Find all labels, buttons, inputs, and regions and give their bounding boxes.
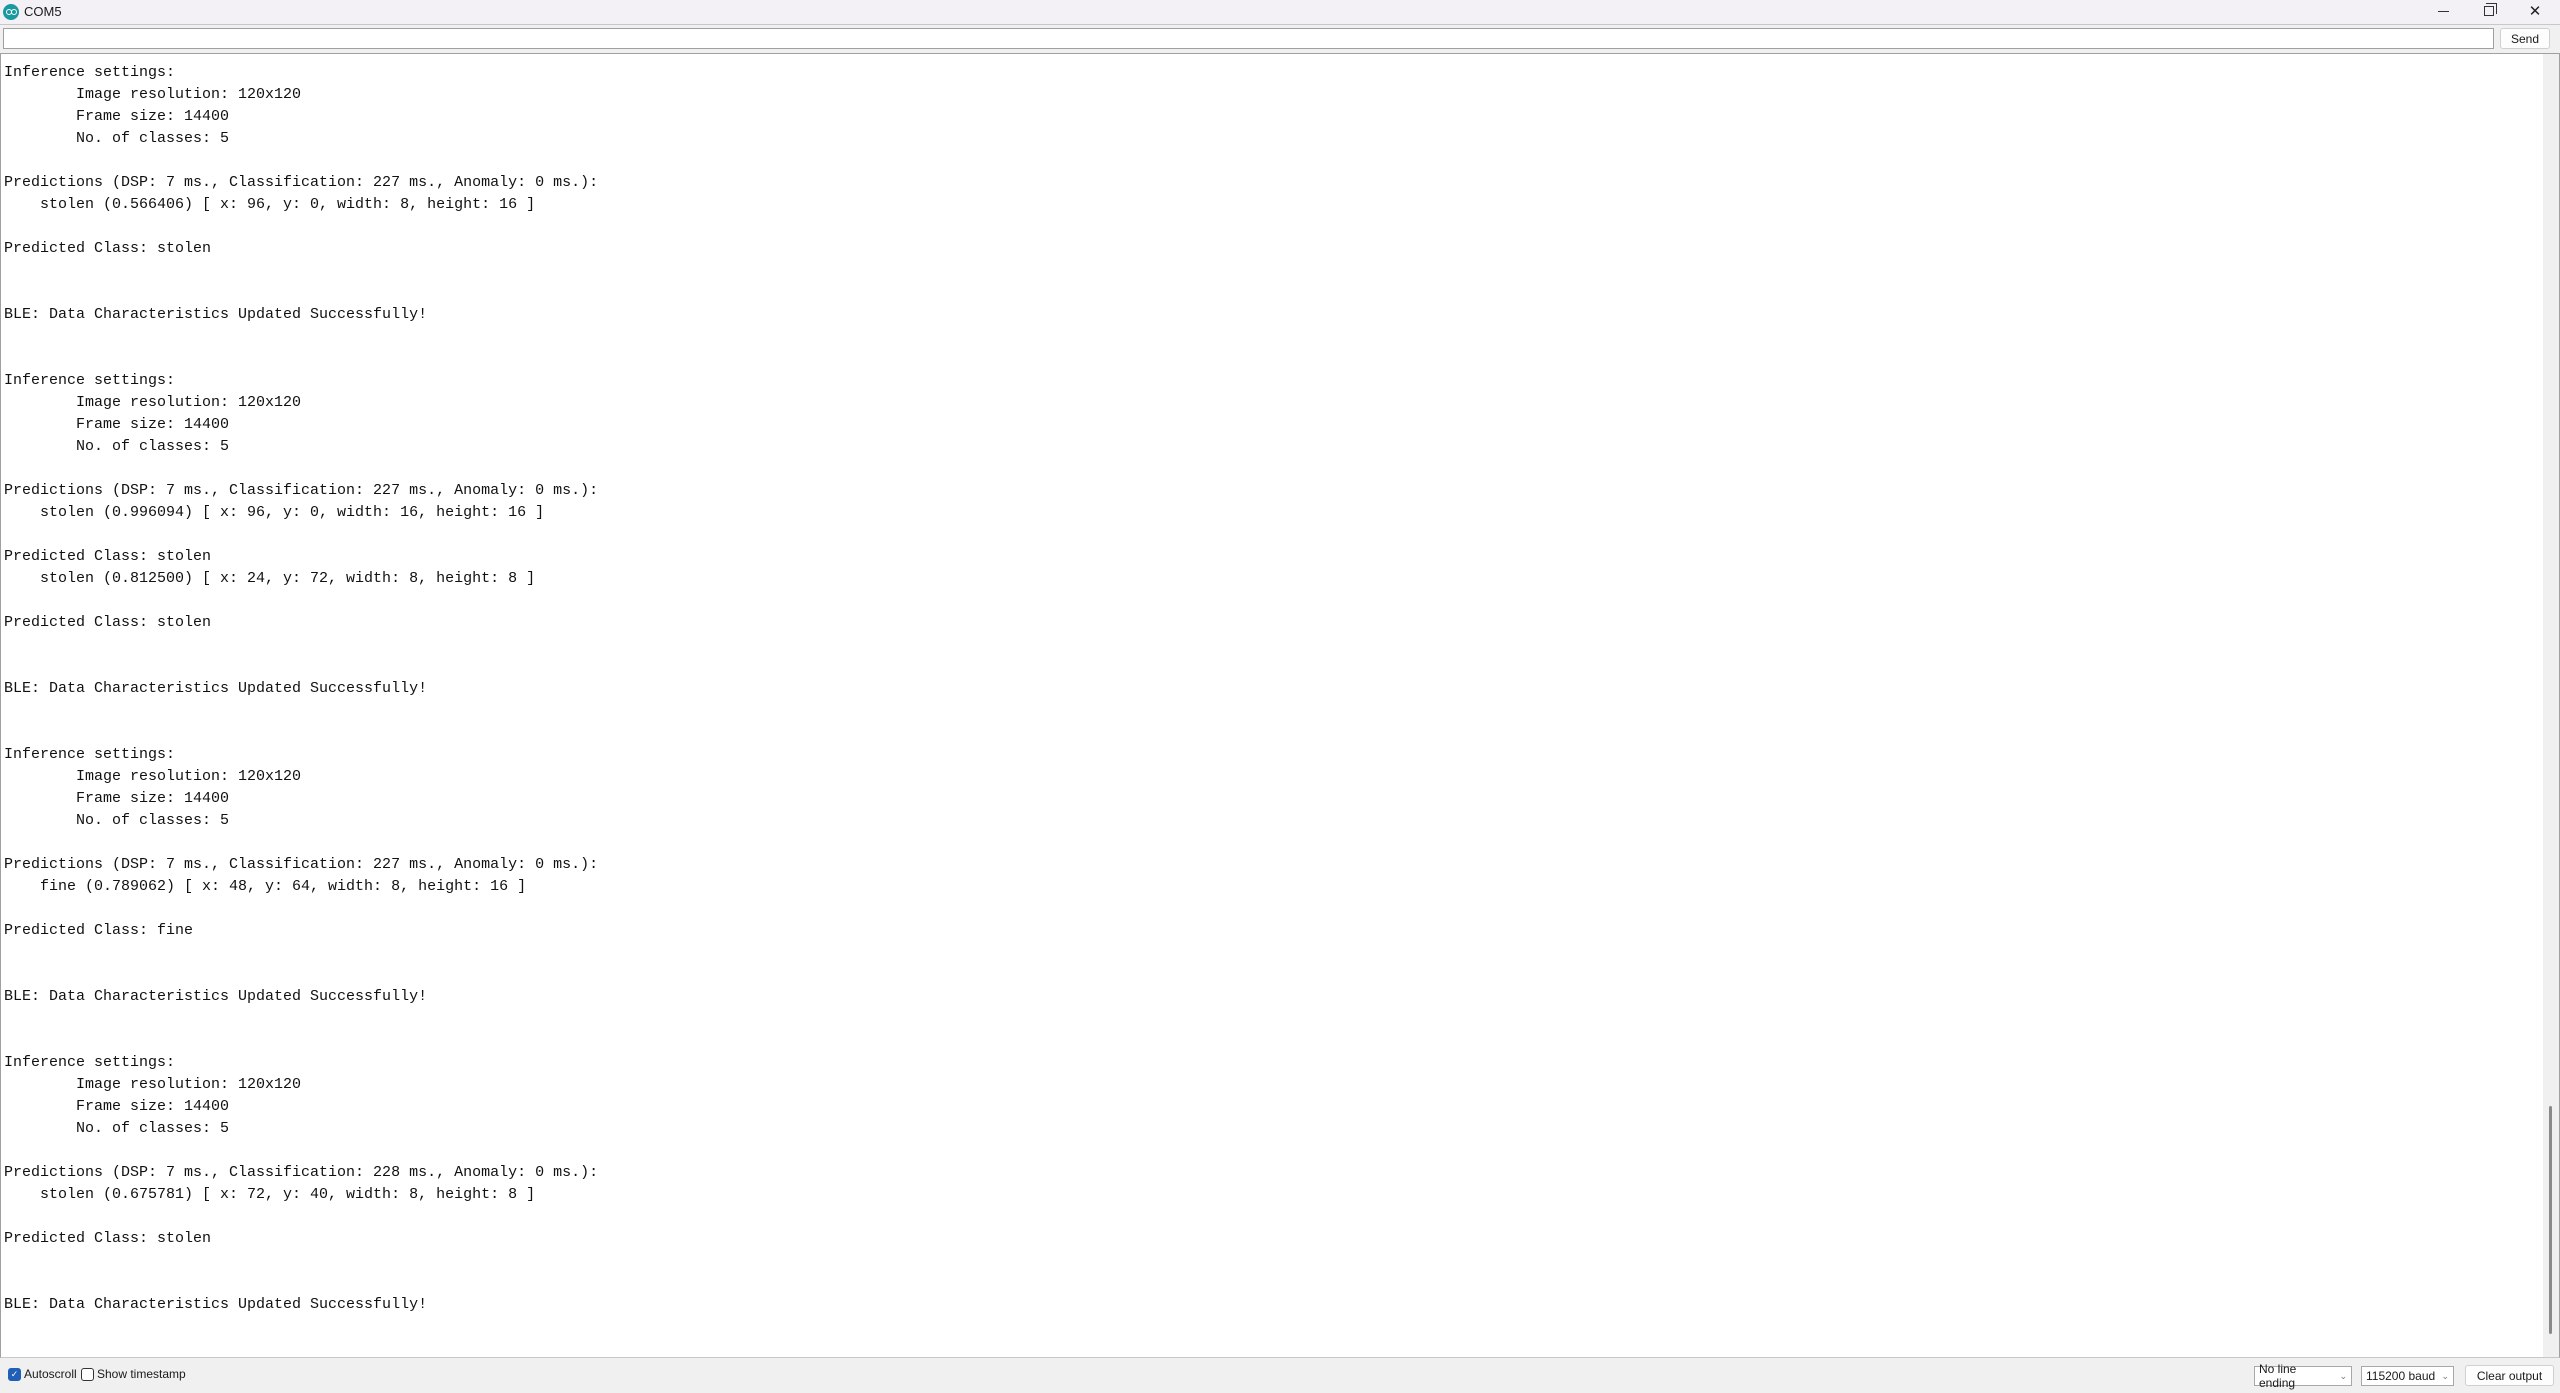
baud-rate-select[interactable]: 115200 baud ⌄ (2361, 1366, 2454, 1386)
output-line: No. of classes: 5 (4, 1120, 230, 1137)
output-line: Predicted Class: stolen (4, 548, 212, 565)
line-ending-value: No line ending (2259, 1362, 2297, 1390)
scrollbar-thumb[interactable] (2549, 1106, 2552, 1334)
output-line: Predicted Class: fine (4, 922, 194, 939)
output-line (4, 150, 598, 172)
output-line: Image resolution: 120x120 (4, 1076, 302, 1093)
output-line: Inference settings: (4, 64, 176, 81)
output-line (4, 700, 598, 722)
output-line: Inference settings: (4, 1054, 176, 1071)
title-bar: COM5 ✕ (0, 0, 2560, 24)
output-line: Image resolution: 120x120 (4, 768, 302, 785)
output-line: BLE: Data Characteristics Updated Succes… (4, 680, 428, 697)
output-line: Image resolution: 120x120 (4, 394, 302, 411)
output-line: BLE: Data Characteristics Updated Succes… (4, 306, 428, 323)
output-line (4, 1140, 598, 1162)
output-line (4, 1206, 598, 1228)
output-line (4, 1250, 598, 1272)
output-line (4, 326, 598, 348)
arduino-icon (3, 4, 19, 20)
output-line: stolen (0.566406) [ x: 96, y: 0, width: … (4, 196, 536, 213)
autoscroll-checkbox[interactable]: ✓ Autoscroll (8, 1367, 77, 1381)
output-line (4, 590, 598, 612)
output-line (4, 348, 598, 370)
close-button[interactable]: ✕ (2512, 0, 2558, 22)
output-line: Inference settings: (4, 746, 176, 763)
output-line: Predictions (DSP: 7 ms., Classification:… (4, 174, 599, 191)
output-line: Frame size: 14400 (4, 108, 230, 125)
chevron-down-icon: ⌄ (2441, 1370, 2449, 1381)
clear-output-button[interactable]: Clear output (2465, 1365, 2554, 1386)
output-line: Frame size: 14400 (4, 416, 230, 433)
output-line: BLE: Data Characteristics Updated Succes… (4, 1296, 428, 1313)
output-line (4, 656, 598, 678)
output-line: No. of classes: 5 (4, 812, 230, 829)
output-line (4, 1008, 598, 1030)
output-line (4, 282, 598, 304)
output-line: No. of classes: 5 (4, 438, 230, 455)
output-line: Predictions (DSP: 7 ms., Classification:… (4, 856, 599, 873)
output-line: Predicted Class: stolen (4, 240, 212, 257)
output-line (4, 964, 598, 986)
show-timestamp-checkbox[interactable]: Show timestamp (81, 1367, 186, 1381)
window-title: COM5 (24, 4, 62, 19)
chevron-down-icon: ⌄ (2339, 1370, 2347, 1381)
baud-rate-value: 115200 baud (2366, 1369, 2436, 1383)
minimize-button[interactable] (2420, 0, 2466, 22)
serial-output-area[interactable]: Inference settings: Image resolution: 12… (0, 53, 2560, 1358)
checkbox-empty-icon (81, 1367, 94, 1381)
minimize-icon (2437, 10, 2449, 12)
show-timestamp-label: Show timestamp (97, 1367, 186, 1381)
output-line (4, 1272, 598, 1294)
output-line (4, 832, 598, 854)
close-icon: ✕ (2528, 3, 2542, 20)
output-line: Inference settings: (4, 372, 176, 389)
output-line: No. of classes: 5 (4, 130, 230, 147)
send-button[interactable]: Send (2500, 28, 2550, 49)
output-line: stolen (0.675781) [ x: 72, y: 40, width:… (4, 1186, 536, 1203)
output-line (4, 524, 598, 546)
output-line (4, 942, 598, 964)
output-line (4, 1030, 598, 1052)
output-line: stolen (0.996094) [ x: 96, y: 0, width: … (4, 504, 545, 521)
output-line (4, 722, 598, 744)
output-line (4, 458, 598, 480)
output-line: Predicted Class: stolen (4, 1230, 212, 1247)
output-line: Frame size: 14400 (4, 1098, 230, 1115)
output-line: Frame size: 14400 (4, 790, 230, 807)
restore-icon (2484, 3, 2497, 16)
checkmark-icon: ✓ (8, 1367, 21, 1381)
output-line: Predicted Class: stolen (4, 614, 212, 631)
output-line: Image resolution: 120x120 (4, 86, 302, 103)
status-bar: ✓ Autoscroll Show timestamp No line endi… (0, 1358, 2560, 1393)
output-line: fine (0.789062) [ x: 48, y: 64, width: 8… (4, 878, 527, 895)
vertical-scrollbar[interactable] (2543, 54, 2559, 1357)
serial-send-input[interactable] (3, 28, 2494, 49)
output-line (4, 260, 598, 282)
send-bar: Send (0, 24, 2560, 53)
output-line (4, 898, 598, 920)
output-line (4, 634, 598, 656)
output-line (4, 216, 598, 238)
line-ending-select[interactable]: No line ending ⌄ (2254, 1362, 2352, 1390)
output-line: Predictions (DSP: 7 ms., Classification:… (4, 482, 599, 499)
output-line: Predictions (DSP: 7 ms., Classification:… (4, 1164, 599, 1181)
output-line: stolen (0.812500) [ x: 24, y: 72, width:… (4, 570, 536, 587)
restore-button[interactable] (2466, 0, 2512, 22)
output-line: BLE: Data Characteristics Updated Succes… (4, 988, 428, 1005)
serial-output-text: Inference settings: Image resolution: 12… (4, 62, 598, 1316)
autoscroll-label: Autoscroll (24, 1367, 77, 1381)
